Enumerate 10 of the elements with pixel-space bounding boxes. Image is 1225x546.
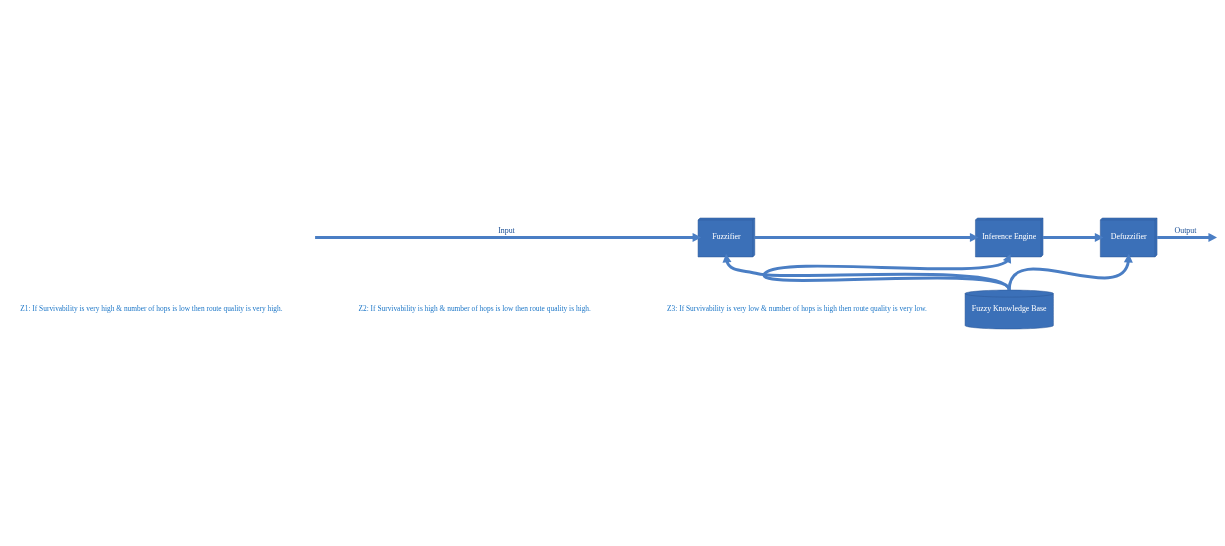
arrow	[1007, 253, 1133, 290]
edge-label: Input	[498, 225, 515, 235]
arrow	[754, 232, 979, 242]
label: Z2: If Survivability is high & number of hops is low then route quality is high.	[358, 303, 591, 313]
arrow	[315, 232, 702, 242]
arrow	[1157, 232, 1217, 242]
label: Z1: If Survivability is very high & number of hops is low then route quality is very high.	[20, 303, 283, 313]
edge-label: Output	[1174, 225, 1197, 235]
label: Z3: If Survivability is very low & number of hops is high then route quality is very low.	[667, 303, 927, 313]
arrow	[1043, 232, 1104, 242]
